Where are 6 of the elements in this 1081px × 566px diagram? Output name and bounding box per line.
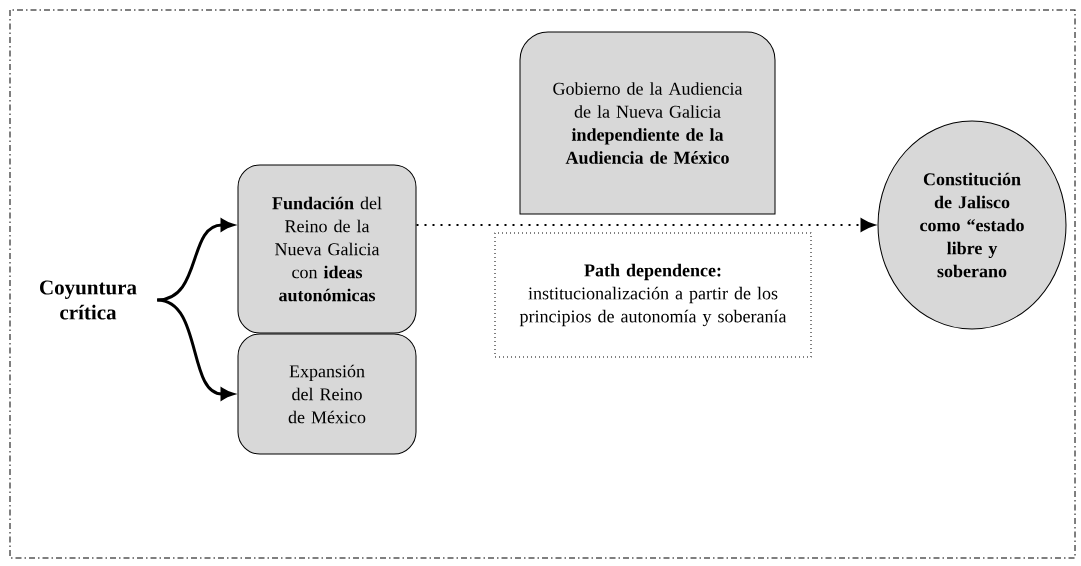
process-box: Fundación del Reino de la Nueva Galicia con ideas autonómicas xyxy=(237,164,417,334)
note-box: Path dependence: institucionalización a partir de los principios de autonomía y soberanía xyxy=(494,232,812,358)
process-box: Expansión del Reino de México xyxy=(237,333,417,455)
heading-text: Coyuntura crítica xyxy=(40,280,137,320)
process-box: Gobierno de la Audiencia de la Nueva Galicia independiente de la Audiencia de México xyxy=(519,31,776,215)
dotted-arrow xyxy=(415,218,875,232)
